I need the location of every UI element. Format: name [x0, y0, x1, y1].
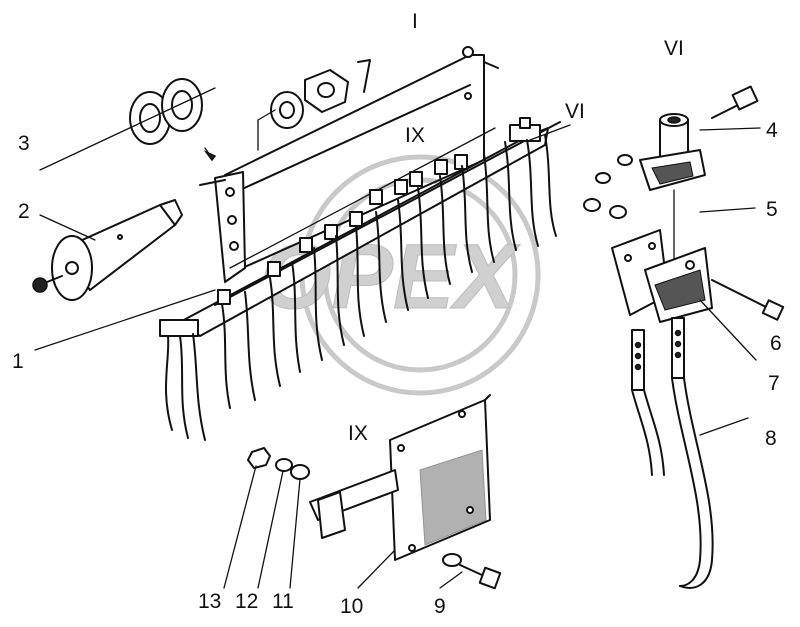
view-label-vi-frame: VI: [565, 100, 585, 123]
callout-3: 3: [18, 132, 30, 155]
callout-6: 6: [770, 332, 782, 355]
nut-and-pin: [257, 59, 371, 151]
fasteners-9-13: [223, 447, 502, 590]
tine-clips: [159, 117, 541, 337]
view-label-ix-detail: IX: [348, 422, 368, 445]
callout-10: 10: [340, 595, 363, 618]
tine-bar-frame: [199, 46, 499, 283]
washers: [39, 78, 217, 171]
roller-tube: [32, 199, 183, 301]
callout-9: 9: [434, 595, 446, 618]
callout-12: 12: [235, 590, 258, 613]
callout-13: 13: [198, 590, 221, 613]
view-label-main: I: [412, 10, 418, 33]
callout-1: 1: [12, 350, 24, 373]
callout-4: 4: [766, 119, 778, 142]
view-vi-parts: [583, 85, 785, 361]
leader-lines: [34, 124, 761, 351]
callout-2: 2: [18, 200, 30, 223]
view-label-vi-detail: VI: [664, 37, 684, 60]
callout-11: 11: [272, 590, 294, 613]
callout-8: 8: [765, 427, 777, 450]
callout-7: 7: [768, 372, 780, 395]
view-label-ix-frame: IX: [405, 124, 425, 147]
callout-5: 5: [766, 198, 778, 221]
spring-tines: [164, 134, 557, 441]
detail-spring-tine: [631, 317, 749, 589]
view-ix-shield: [309, 394, 491, 589]
